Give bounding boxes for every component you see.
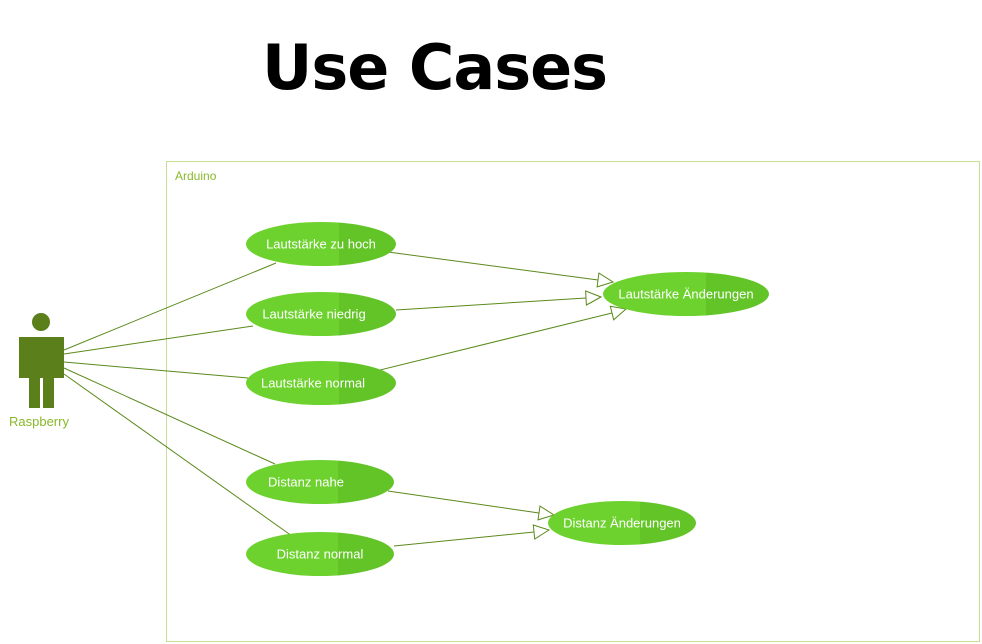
system-label: Arduino: [175, 169, 217, 183]
actor-label: Raspberry: [9, 414, 69, 429]
system-boundary: [166, 161, 980, 642]
use-case-distanz-normal[interactable]: Distanz normal: [246, 532, 394, 576]
actor-body: [19, 337, 64, 378]
actor-head: [32, 313, 50, 331]
generalization-arrowhead: [585, 290, 603, 306]
use-case-label: Distanz normal: [277, 547, 364, 562]
use-case-label: Lautstärke niedrig: [262, 307, 365, 322]
use-case-label: Lautstärke zu hoch: [266, 237, 376, 252]
use-case-distanz-nahe[interactable]: Distanz nahe: [246, 460, 394, 504]
association-line: [63, 373, 293, 537]
generalization-line: [379, 312, 613, 371]
use-case-label: Lautstärke Änderungen: [618, 287, 753, 302]
association-line: [63, 361, 249, 379]
use-case-lautstaerke-normal[interactable]: Lautstärke normal: [246, 361, 396, 405]
generalization-arrowhead: [537, 505, 556, 521]
use-case-label: Distanz nahe: [268, 475, 344, 490]
use-case-label: Lautstärke normal: [261, 376, 365, 391]
generalization-line: [387, 490, 540, 514]
association-line: [63, 325, 254, 355]
generalization-line: [387, 251, 599, 281]
generalization-arrowhead: [609, 305, 628, 321]
generalization-line: [395, 297, 587, 311]
actor-leg-right: [43, 378, 54, 408]
actor-leg-left: [29, 378, 40, 408]
association-line: [63, 262, 277, 351]
generalization-arrowhead: [532, 524, 551, 540]
diagram-title: Use Cases: [262, 31, 608, 104]
use-case-lautstaerke-aenderungen[interactable]: Lautstärke Änderungen: [603, 272, 769, 316]
generalization-arrowhead: [596, 272, 615, 288]
use-case-lautstaerke-niedrig[interactable]: Lautstärke niedrig: [246, 292, 396, 336]
association-line: [63, 367, 276, 465]
use-case-lautstaerke-zu-hoch[interactable]: Lautstärke zu hoch: [246, 222, 396, 266]
generalization-line: [393, 531, 535, 547]
actor-figure[interactable]: [19, 313, 64, 408]
use-case-label: Distanz Änderungen: [563, 516, 681, 531]
use-case-distanz-aenderungen[interactable]: Distanz Änderungen: [548, 501, 696, 545]
